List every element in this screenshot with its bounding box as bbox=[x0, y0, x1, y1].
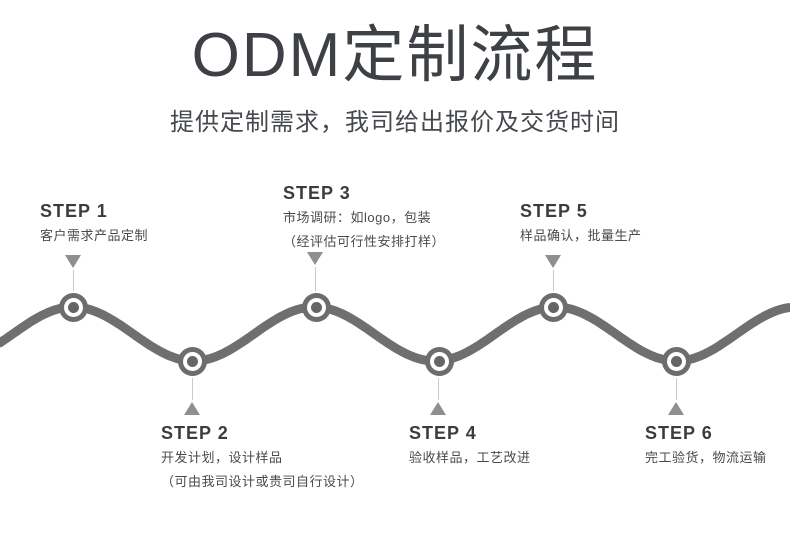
page-subtitle: 提供定制需求，我司给出报价及交货时间 bbox=[170, 109, 620, 136]
node-marker-step-1 bbox=[58, 292, 88, 322]
step-2-desc: （可由我司设计或贵司自行设计） bbox=[161, 474, 364, 489]
connector-line-step-1 bbox=[73, 270, 74, 291]
step-3-label: STEP 3 bbox=[283, 183, 351, 203]
step-5-block: STEP 5 样品确认，批量生产 bbox=[520, 200, 642, 246]
step-2-desc: 开发计划，设计样品 bbox=[161, 450, 283, 465]
step-3-desc: 市场调研：如logo，包装 bbox=[283, 210, 432, 225]
connector-line-step-5 bbox=[553, 270, 554, 291]
step-3-block: STEP 3 市场调研：如logo，包装 （经评估可行性安排打样） bbox=[283, 182, 445, 252]
arrow-up-icon bbox=[668, 402, 684, 415]
node-marker-step-5 bbox=[538, 292, 568, 322]
step-4-block: STEP 4 验收样品，工艺改进 bbox=[409, 422, 531, 468]
arrow-down-icon bbox=[65, 255, 81, 268]
step-6-block: STEP 6 完工验货，物流运输 bbox=[645, 422, 767, 468]
node-marker-step-4 bbox=[424, 346, 454, 376]
step-1-desc: 客户需求产品定制 bbox=[40, 228, 149, 243]
step-6-desc: 完工验货，物流运输 bbox=[645, 450, 767, 465]
step-5-desc: 样品确认，批量生产 bbox=[520, 228, 642, 243]
connector-line-step-3 bbox=[315, 267, 316, 291]
step-1-block: STEP 1 客户需求产品定制 bbox=[40, 200, 148, 246]
node-marker-step-3 bbox=[301, 292, 331, 322]
step-2-block: STEP 2 开发计划，设计样品 （可由我司设计或贵司自行设计） bbox=[161, 422, 364, 492]
step-4-desc: 验收样品，工艺改进 bbox=[409, 450, 531, 465]
node-marker-step-2 bbox=[177, 346, 207, 376]
arrow-down-icon bbox=[307, 252, 323, 265]
connector-line-step-2 bbox=[192, 378, 193, 400]
step-6-label: STEP 6 bbox=[645, 423, 713, 443]
arrow-up-icon bbox=[184, 402, 200, 415]
page-title: ODM定制流程 bbox=[191, 21, 599, 90]
step-5-label: STEP 5 bbox=[520, 201, 588, 221]
step-4-label: STEP 4 bbox=[409, 423, 477, 443]
connector-line-step-6 bbox=[676, 378, 677, 400]
step-2-label: STEP 2 bbox=[161, 423, 229, 443]
arrow-down-icon bbox=[545, 255, 561, 268]
step-1-label: STEP 1 bbox=[40, 201, 108, 221]
step-3-desc: （经评估可行性安排打样） bbox=[283, 234, 446, 249]
node-marker-step-6 bbox=[661, 346, 691, 376]
connector-line-step-4 bbox=[438, 378, 439, 400]
arrow-up-icon bbox=[430, 402, 446, 415]
